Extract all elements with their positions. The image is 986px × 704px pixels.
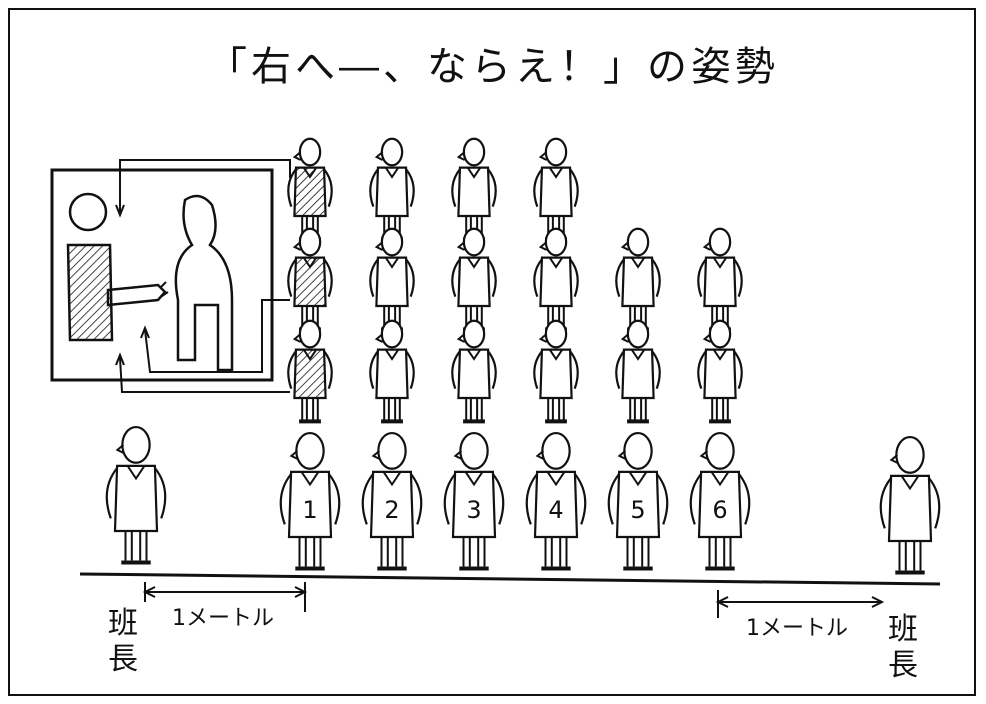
row-3-figure [615, 319, 661, 424]
row-3-figure [697, 319, 743, 424]
leader-figures [105, 425, 941, 575]
student-number: 1 [302, 496, 317, 524]
inset-detail [50, 159, 291, 393]
student-number: 5 [630, 496, 645, 524]
distance-label-left: 1メートル [172, 606, 274, 631]
row-4-front-figure: 2 [361, 431, 423, 571]
row-3-figure [287, 319, 333, 424]
student-number: 3 [466, 496, 481, 524]
row-2-figure [369, 227, 415, 332]
row-1-figure [287, 137, 333, 242]
row-3-figure [369, 319, 415, 424]
row-2-figure [697, 227, 743, 332]
ground-line [79, 572, 941, 586]
row-2-figure [615, 227, 661, 332]
distance-label-right: 1メートル [746, 616, 848, 641]
row-4-front-figure: 1 [279, 431, 341, 571]
leader-label-left: 班長 [108, 606, 138, 677]
row-2-figure [287, 227, 333, 332]
page-title: 「右へ―、ならえ！」の姿勢 [207, 44, 779, 90]
student-figures: 1 2 3 4 5 6 [279, 137, 751, 571]
row-1-figure [533, 137, 579, 242]
row-3-figure [451, 319, 497, 424]
distance-arrow-left [142, 582, 308, 612]
leader-figure-left [105, 425, 167, 565]
row-4-front-figure: 6 [689, 431, 751, 571]
student-number: 2 [384, 496, 399, 524]
distance-arrow-right [715, 590, 885, 618]
student-number: 6 [712, 496, 727, 524]
row-1-figure [369, 137, 415, 242]
row-4-front-figure: 4 [525, 431, 587, 571]
row-3-figure [533, 319, 579, 424]
leader-label-right: 班長 [888, 612, 918, 683]
leader-figure-right [879, 435, 941, 575]
row-4-front-figure: 5 [607, 431, 669, 571]
row-4-front-figure: 3 [443, 431, 505, 571]
row-2-figure [533, 227, 579, 332]
student-number: 4 [548, 496, 563, 524]
row-2-figure [451, 227, 497, 332]
row-1-figure [451, 137, 497, 242]
